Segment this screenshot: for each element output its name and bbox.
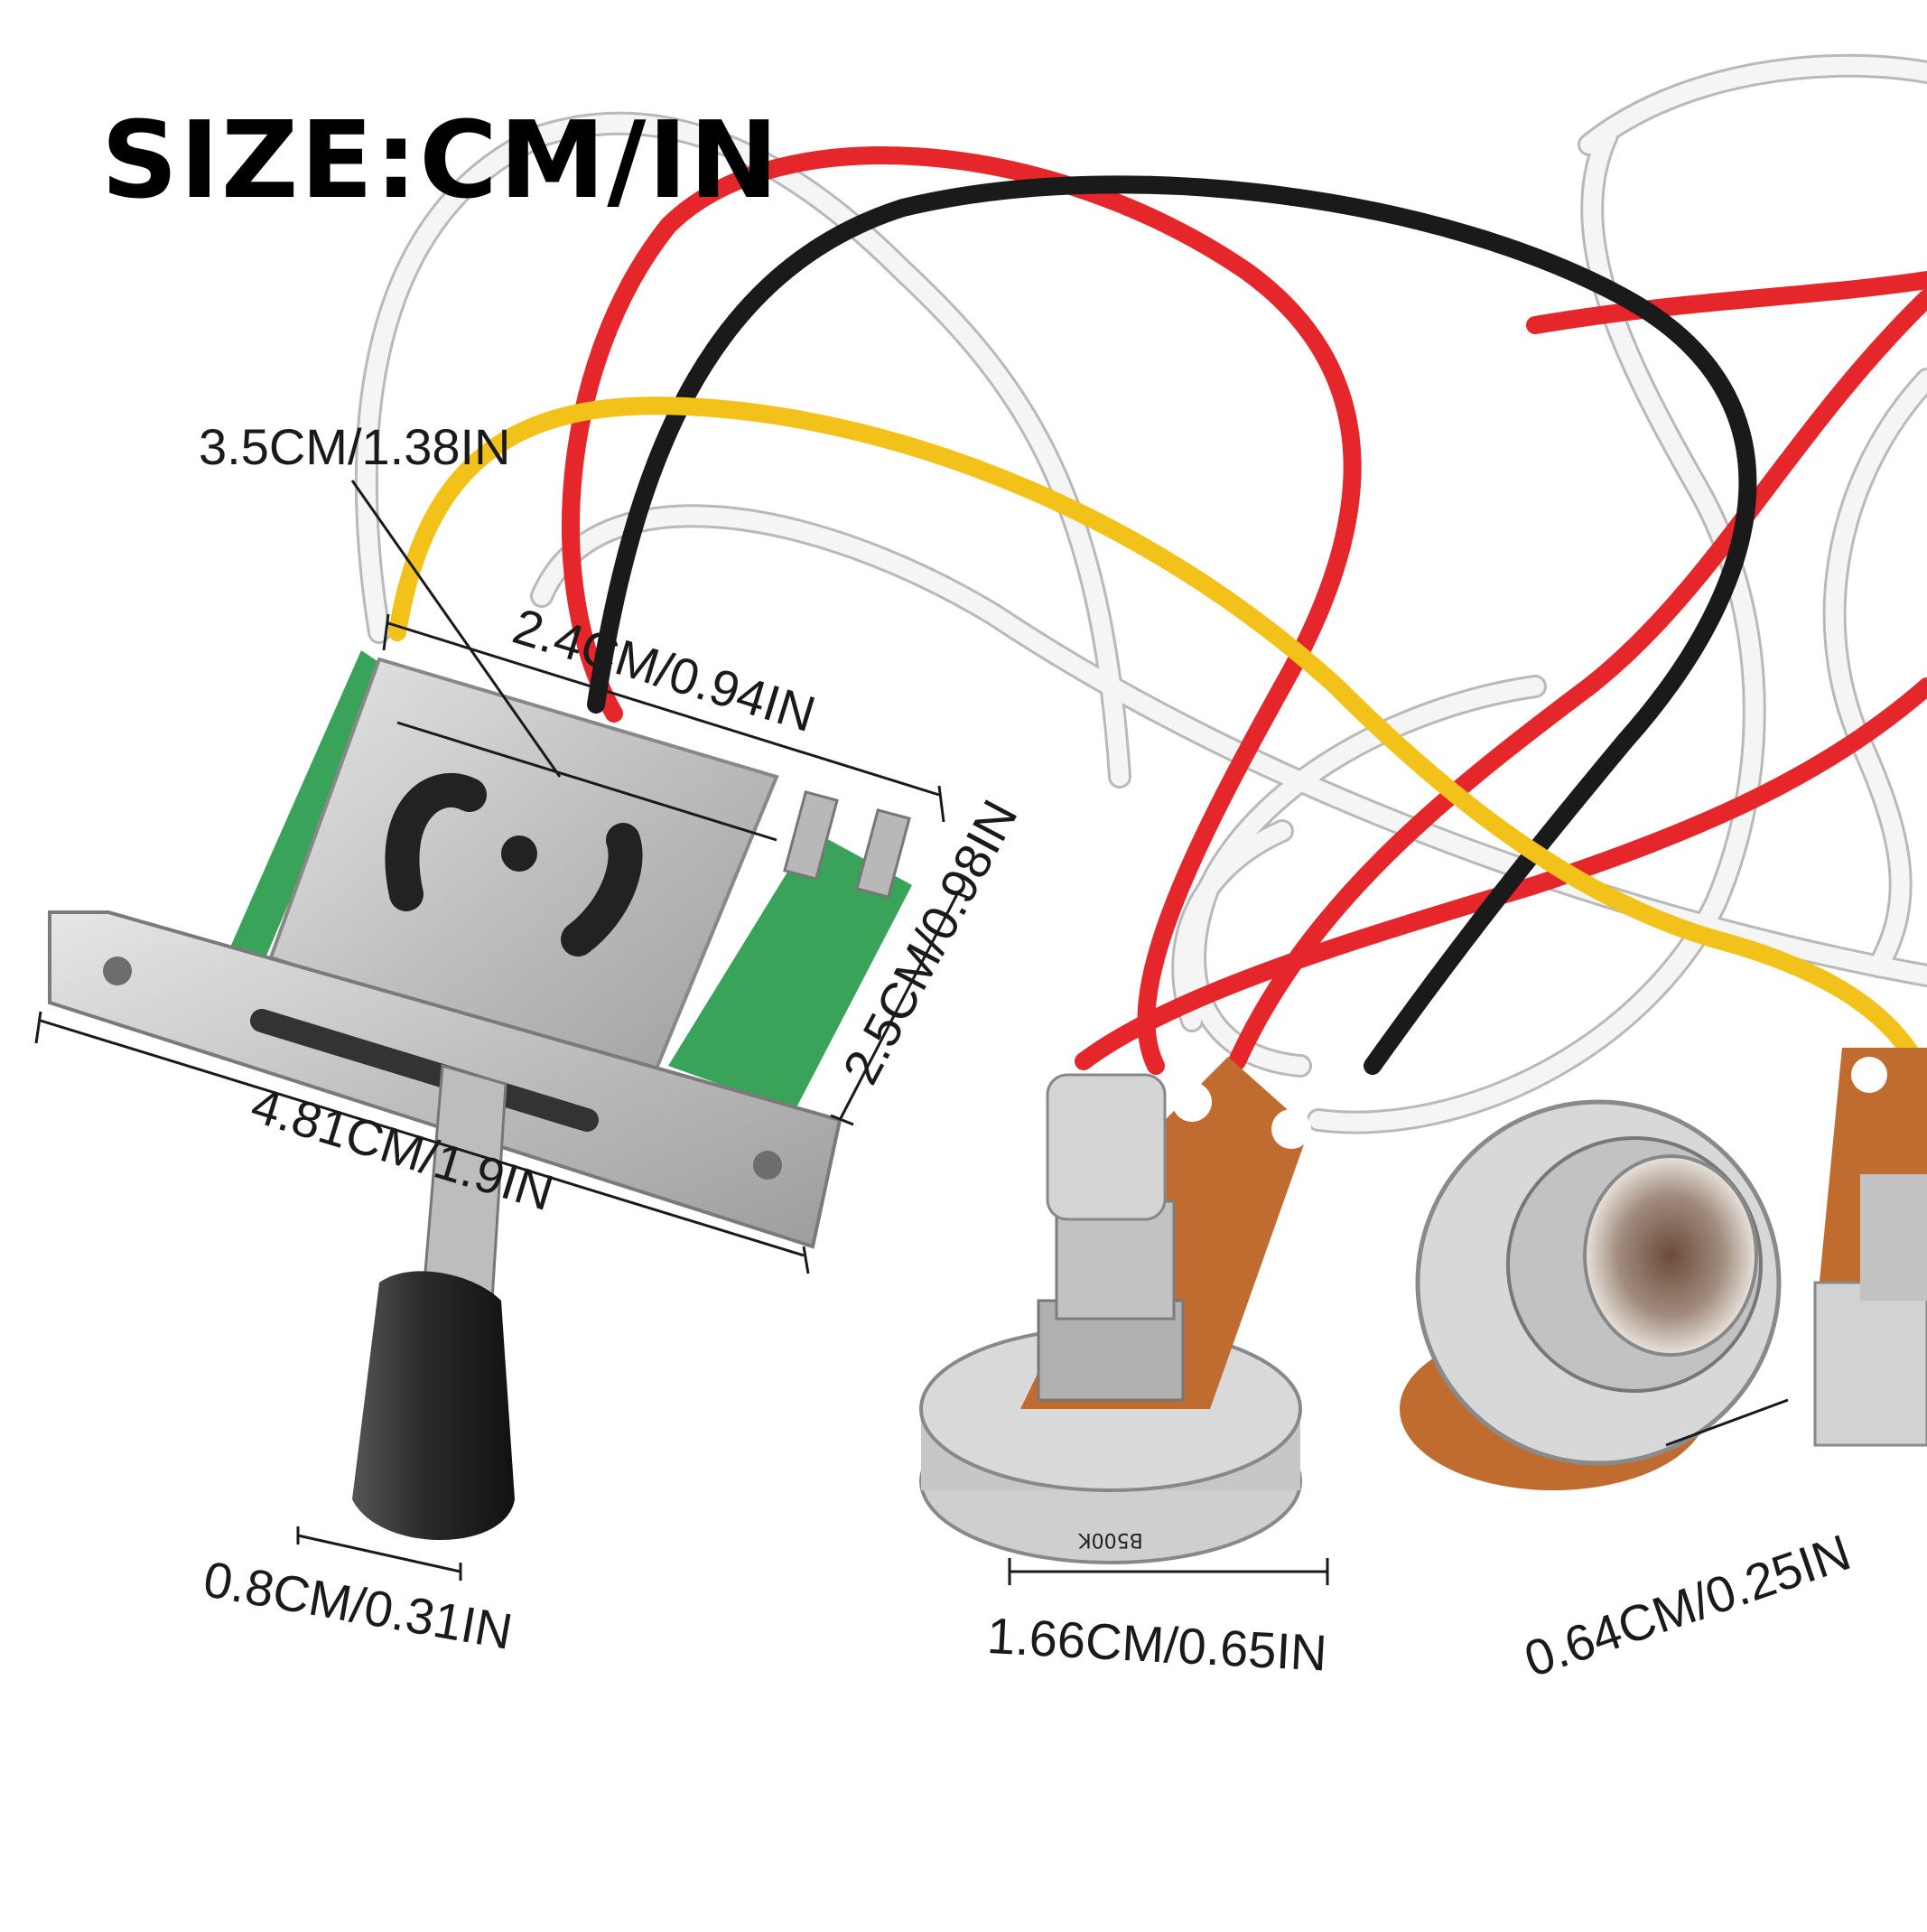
output-jack <box>1400 1099 1782 1490</box>
selector-switch <box>48 650 912 1540</box>
size-units-heading: SIZE:CM/IN <box>101 98 781 222</box>
plate-depth-label: 3.5CM/1.38IN <box>199 418 511 475</box>
red-wires <box>562 146 1927 1075</box>
black-wire <box>587 175 1757 1075</box>
potentiometer-left: B500K <box>919 1057 1311 1564</box>
potentiometer-right <box>1813 1048 1927 1447</box>
wire-group <box>354 53 1927 1134</box>
switch-pcb <box>226 650 388 966</box>
pot-value-text: B500K <box>1078 1528 1143 1551</box>
switch-knob <box>352 1271 515 1540</box>
yellow-wire <box>388 397 1927 1093</box>
dimension-lines <box>34 480 1789 1585</box>
